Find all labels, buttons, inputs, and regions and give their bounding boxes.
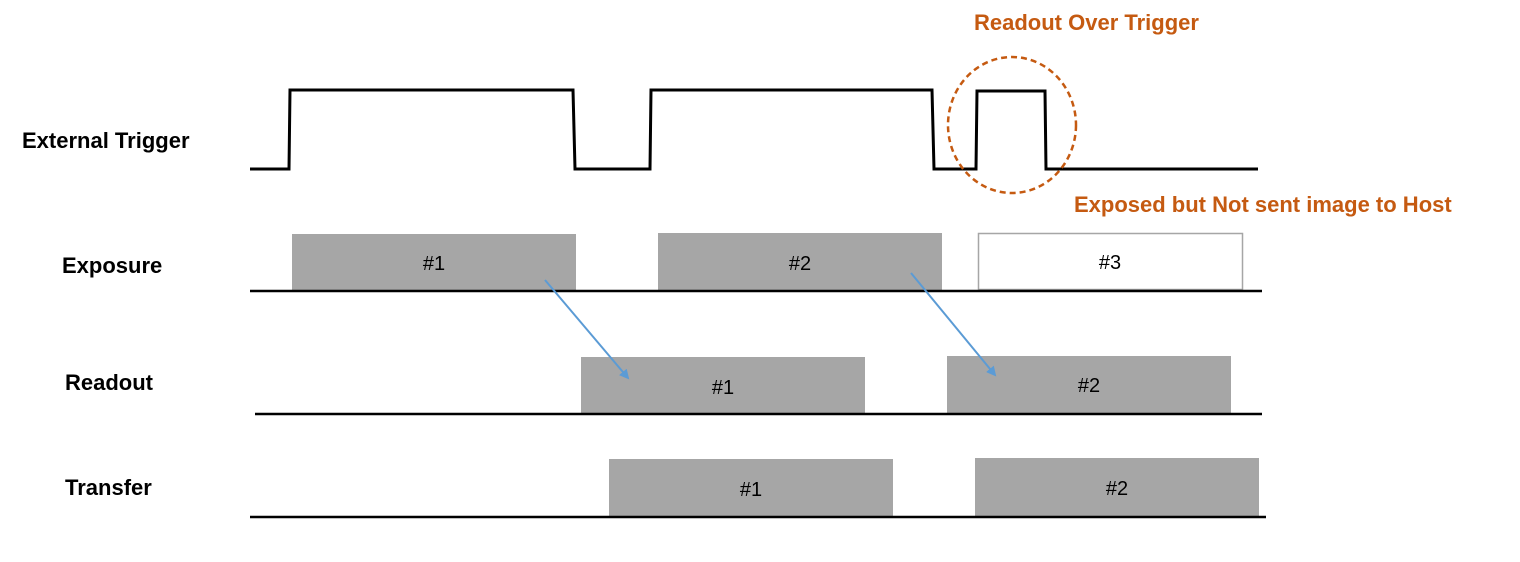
- transfer-block-1-label: #1: [740, 479, 762, 501]
- exposed-not-sent-annotation: Exposed but Not sent image to Host: [1074, 192, 1452, 217]
- readout-block-2-label: #2: [1078, 375, 1100, 397]
- exposure-block-3-not-sent: [977, 232, 1244, 291]
- transfer-block-2: [975, 458, 1259, 516]
- readout-block-1-label: #1: [712, 377, 734, 399]
- transfer-block-1: [609, 459, 893, 516]
- transfer-block-2-label: #2: [1106, 478, 1128, 500]
- external-trigger-label: External Trigger: [22, 128, 190, 153]
- external-trigger-waveform: [250, 88, 1258, 171]
- readout-over-trigger-annotation: Readout Over Trigger: [974, 10, 1199, 35]
- exposure-block-1-label: #1: [423, 253, 445, 275]
- readout-label: Readout: [65, 370, 154, 395]
- exposure-block-3-label: #3: [1099, 252, 1121, 274]
- readout-row: #1 #2: [255, 356, 1262, 416]
- exposure-label: Exposure: [62, 253, 162, 278]
- exposure-to-readout-arrow-1: [544, 279, 630, 380]
- exposure-block-2: [658, 233, 942, 290]
- readout-block-1: [581, 357, 865, 413]
- exposure-block-1: [292, 234, 576, 290]
- exposure-to-readout-arrow-2: [910, 272, 997, 377]
- transfer-row: #1 #2: [250, 458, 1266, 519]
- readout-over-trigger-circle: [946, 55, 1078, 195]
- readout-block-2: [947, 356, 1231, 413]
- exposure-block-2-label: #2: [789, 253, 811, 275]
- transfer-label: Transfer: [65, 475, 152, 500]
- exposure-row: #1 #2 #3: [250, 232, 1262, 293]
